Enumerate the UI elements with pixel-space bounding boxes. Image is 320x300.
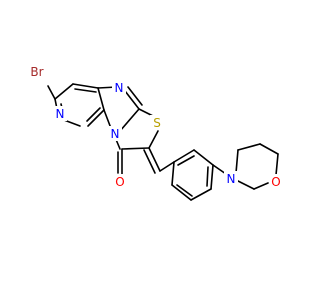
thiazole-sulfur-atom: S	[153, 116, 161, 130]
bromine-atom: Br	[30, 65, 43, 79]
molecule-diagram: Br N N N S O N O	[26, 63, 283, 201]
carbonyl-oxygen-atom: O	[115, 175, 124, 189]
imidazole-nitrogen-atom: N	[115, 81, 124, 95]
structure-canvas: Br N N N S O N O	[26, 63, 283, 201]
bond-layer	[47, 83, 279, 201]
morpholine-nitrogen-atom: N	[227, 172, 236, 186]
morpholine-oxygen-atom: O	[271, 175, 280, 189]
pyridine-nitrogen-atom: N	[56, 107, 65, 121]
bridge-nitrogen-atom: N	[111, 127, 120, 141]
atom-label-layer: Br N N N S O N O	[26, 63, 283, 189]
